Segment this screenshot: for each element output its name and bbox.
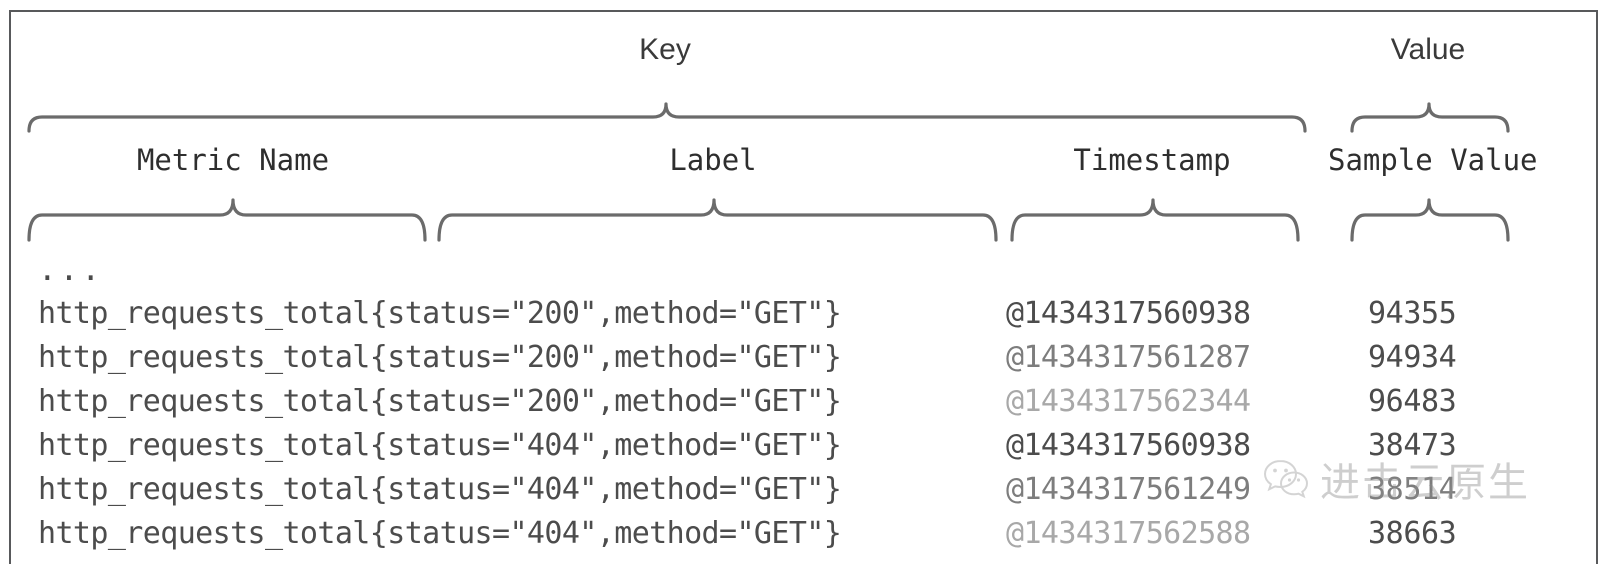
- series-text: http_requests_total{status="404",method=…: [38, 472, 842, 507]
- timestamp-text: @1434317561287: [1006, 340, 1251, 375]
- series-text: http_requests_total{status="404",method=…: [38, 516, 842, 551]
- sample-row: http_requests_total{status="404",method=…: [0, 468, 1620, 512]
- timestamp-text: @1434317562588: [1006, 516, 1251, 551]
- timestamp-text: @1434317562344: [1006, 384, 1251, 419]
- key-group-label: Key: [639, 33, 691, 66]
- sample-row: http_requests_total{status="404",method=…: [0, 424, 1620, 468]
- timestamp-text: @1434317560938: [1006, 296, 1251, 331]
- sample-value-text: 96483: [1368, 384, 1457, 419]
- sample-value-text: 38473: [1368, 428, 1457, 463]
- sample-value-text: 38514: [1368, 472, 1457, 507]
- sample-value-label: Sample Value: [1328, 143, 1538, 177]
- series-text: http_requests_total{status="200",method=…: [38, 296, 842, 331]
- timestamp-text: @1434317561249: [1006, 472, 1251, 507]
- value-group-label: Value: [1390, 33, 1466, 66]
- series-text: http_requests_total{status="200",method=…: [38, 340, 842, 375]
- figure-frame: [9, 10, 1598, 564]
- sample-list: ... http_requests_total{status="200",met…: [0, 248, 1620, 556]
- timestamp-label: Timestamp: [1073, 143, 1231, 177]
- ellipsis-text: ...: [38, 252, 103, 288]
- metric-name-label: Metric Name: [136, 143, 330, 177]
- timestamp-text: @1434317560938: [1006, 428, 1251, 463]
- sample-row: http_requests_total{status="200",method=…: [0, 292, 1620, 336]
- sample-value-text: 94934: [1368, 340, 1457, 375]
- sample-row: http_requests_total{status="404",method=…: [0, 512, 1620, 556]
- sample-row: http_requests_total{status="200",method=…: [0, 336, 1620, 380]
- sample-value-text: 38663: [1368, 516, 1457, 551]
- label-label: Label: [669, 143, 757, 177]
- sample-value-text: 94355: [1368, 296, 1457, 331]
- sample-row: http_requests_total{status="200",method=…: [0, 380, 1620, 424]
- ellipsis-row: ...: [0, 248, 1620, 292]
- series-text: http_requests_total{status="200",method=…: [38, 384, 842, 419]
- series-text: http_requests_total{status="404",method=…: [38, 428, 842, 463]
